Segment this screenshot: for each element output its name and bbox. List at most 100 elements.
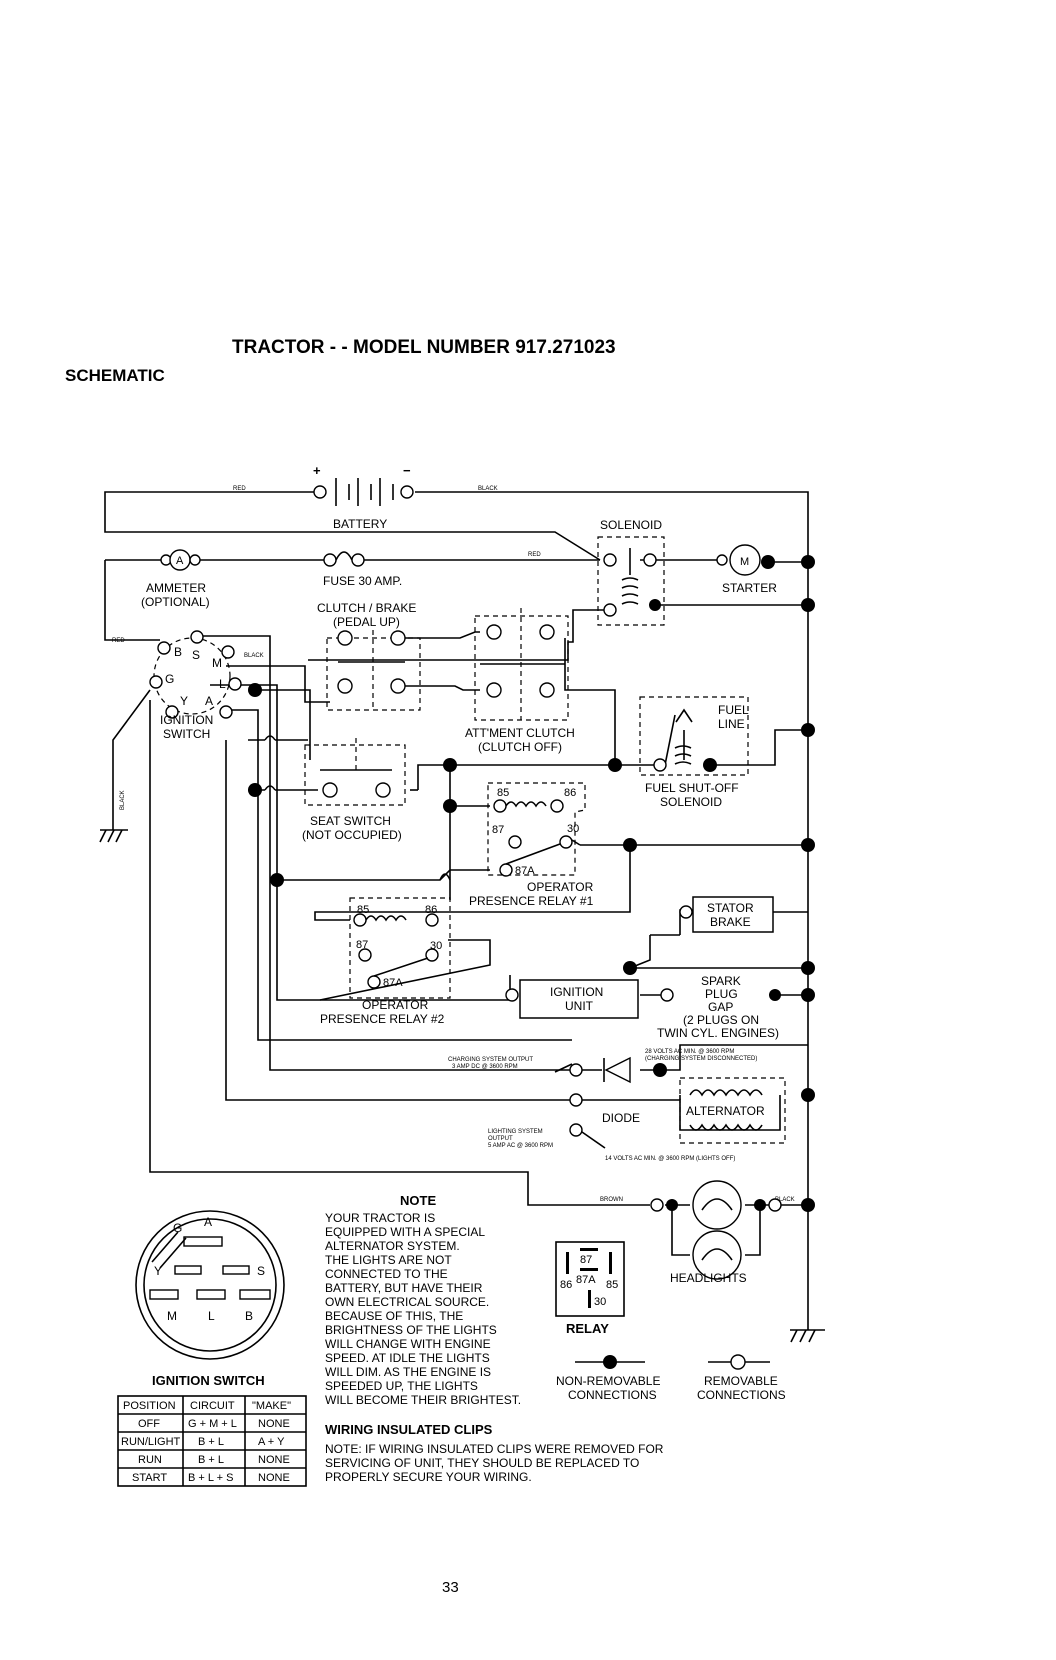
relay2-87: 87 (356, 939, 368, 951)
fuse-label: FUSE 30 AMP. (323, 574, 402, 588)
ignition-unit-1: IGNITION (550, 985, 603, 999)
ign-terminal-a: A (205, 694, 213, 708)
relay-detail-86: 86 (560, 1279, 572, 1291)
clutch-brake-sub: (PEDAL UP) (333, 615, 400, 629)
table-cell: G + M + L (188, 1418, 237, 1430)
relay-2 (349, 897, 451, 999)
table-cell: RUN (138, 1454, 162, 1466)
note-text: YOUR TRACTOR IS EQUIPPED WITH A SPECIAL … (325, 1211, 521, 1407)
relay1-label-2: PRESENCE RELAY #1 (469, 894, 594, 908)
spark-plug-1: SPARK (701, 974, 741, 988)
table-cell: NONE (258, 1454, 290, 1466)
detail-m: M (167, 1309, 177, 1323)
table-header-position: POSITION (123, 1400, 176, 1412)
relay-detail-85: 85 (606, 1279, 618, 1291)
wire-black-ground: BLACK (120, 790, 126, 810)
diode-label: DIODE (602, 1111, 640, 1125)
battery-symbol (313, 478, 414, 506)
relay-detail-30: 30 (594, 1296, 606, 1308)
page-title: TRACTOR - - MODEL NUMBER 917.271023 (232, 337, 616, 358)
wire-black-headlight: BLACK (775, 1197, 795, 1203)
detail-l: L (208, 1309, 215, 1323)
ign-terminal-b: B (174, 645, 182, 659)
clutch-brake-label: CLUTCH / BRAKE (317, 601, 416, 615)
charging-output-2: 3 AMP DC @ 3600 RPM (452, 1064, 518, 1070)
legend-removable-1: REMOVABLE (704, 1374, 778, 1388)
seat-switch (304, 738, 406, 806)
relay2-30: 30 (430, 940, 442, 952)
alternator-label: ALTERNATOR (686, 1104, 765, 1118)
relay1-label-1: OPERATOR (527, 880, 594, 894)
ign-terminal-m: M (212, 656, 222, 670)
relay1-87: 87 (492, 824, 504, 836)
svg-text:WILL DIM. AS THE ENGINE IS: WILL DIM. AS THE ENGINE IS (325, 1365, 491, 1379)
table-cell: NONE (258, 1472, 290, 1484)
ignition-unit-box (505, 979, 781, 1019)
spark-plug-3: GAP (708, 1000, 733, 1014)
battery-label: BATTERY (333, 517, 387, 531)
ac14: 14 VOLTS AC MIN. @ 3600 RPM (LIGHTS OFF) (605, 1156, 735, 1162)
alternator-symbol (679, 1077, 786, 1144)
svg-text:BRIGHTNESS OF THE LIGHTS: BRIGHTNESS OF THE LIGHTS (325, 1323, 497, 1337)
starter-symbol-text: M (740, 556, 749, 568)
seat-switch-sub: (NOT OCCUPIED) (302, 828, 402, 842)
svg-text:EQUIPPED WITH A SPECIAL: EQUIPPED WITH A SPECIAL (325, 1225, 485, 1239)
relay2-87a: 87A (383, 977, 403, 989)
fuel-line-1: FUEL (718, 703, 749, 717)
legend-non-removable-1: NON-REMOVABLE (556, 1374, 660, 1388)
fuel-line-2: LINE (718, 717, 745, 731)
table-cell: B + L (198, 1436, 224, 1448)
stator-brake-box (679, 896, 774, 933)
headlight-symbols (650, 1180, 782, 1280)
starter-symbol (716, 544, 775, 576)
wire-red-fuse: RED (528, 552, 541, 558)
svg-text:CONNECTED TO THE: CONNECTED TO THE (325, 1267, 448, 1281)
ammeter-symbol (160, 549, 201, 571)
ignition-switch-label-1: IGNITION (160, 713, 213, 727)
detail-y: Y (154, 1264, 162, 1278)
clips-line-3: PROPERLY SECURE YOUR WIRING. (325, 1470, 532, 1484)
svg-text:WILL CHANGE WITH ENGINE: WILL CHANGE WITH ENGINE (325, 1337, 491, 1351)
table-cell: RUN/LIGHT (121, 1436, 181, 1448)
note-title: NOTE (400, 1193, 436, 1208)
ign-terminal-y: Y (180, 694, 188, 708)
legend-non-removable-2: CONNECTIONS (568, 1388, 657, 1402)
ground-symbol-right (790, 1329, 825, 1343)
relay-detail (555, 1241, 625, 1317)
clips-line-2: SERVICING OF UNIT, THEY SHOULD BE REPLAC… (325, 1456, 639, 1470)
svg-text:ALTERNATOR SYSTEM.: ALTERNATOR SYSTEM. (325, 1239, 460, 1253)
battery-minus: − (403, 463, 411, 478)
detail-g: G (173, 1221, 182, 1235)
legend-removable-symbol (708, 1354, 770, 1370)
stator-brake-2: BRAKE (710, 915, 751, 929)
svg-text:OWN ELECTRICAL SOURCE.: OWN ELECTRICAL SOURCE. (325, 1295, 489, 1309)
fuel-solenoid-symbol (639, 696, 749, 776)
ammeter-optional: (OPTIONAL) (141, 595, 210, 609)
lighting-output-terminal (569, 1093, 606, 1149)
spark-plug-2: PLUG (705, 987, 738, 1001)
clutch-brake-switch (326, 630, 421, 711)
table-cell: B + L + S (188, 1472, 233, 1484)
diode-symbol (569, 1056, 667, 1084)
svg-text:SPEED. AT IDLE THE LIGHTS: SPEED. AT IDLE THE LIGHTS (325, 1351, 490, 1365)
ac28-1: 28 VOLTS AC MIN. @ 3600 RPM (645, 1049, 734, 1055)
fuse-symbol (323, 551, 365, 567)
solenoid-label: SOLENOID (600, 518, 662, 532)
table-header-circuit: CIRCUIT (190, 1400, 235, 1412)
spark-plug-5: TWIN CYL. ENGINES) (657, 1026, 779, 1040)
fuel-solenoid-2: SOLENOID (660, 795, 722, 809)
svg-text:SPEEDED UP, THE LIGHTS: SPEEDED UP, THE LIGHTS (325, 1379, 478, 1393)
ignition-switch-detail (135, 1210, 285, 1360)
ignition-unit-2: UNIT (565, 999, 594, 1013)
ignition-switch-label-2: SWITCH (163, 727, 210, 741)
table-cell: A + Y (258, 1436, 285, 1448)
ign-terminal-l: L (219, 677, 226, 691)
relay-1 (487, 782, 586, 877)
ammeter-label: AMMETER (146, 581, 206, 595)
legend-non-removable-symbol (575, 1355, 645, 1369)
svg-text:YOUR TRACTOR IS: YOUR TRACTOR IS (325, 1211, 435, 1225)
lighting-output-3: 5 AMP AC @ 3600 RPM (488, 1143, 553, 1149)
charging-output-1: CHARGING SYSTEM OUTPUT (448, 1057, 533, 1063)
relay2-label-2: PRESENCE RELAY #2 (320, 1012, 445, 1026)
